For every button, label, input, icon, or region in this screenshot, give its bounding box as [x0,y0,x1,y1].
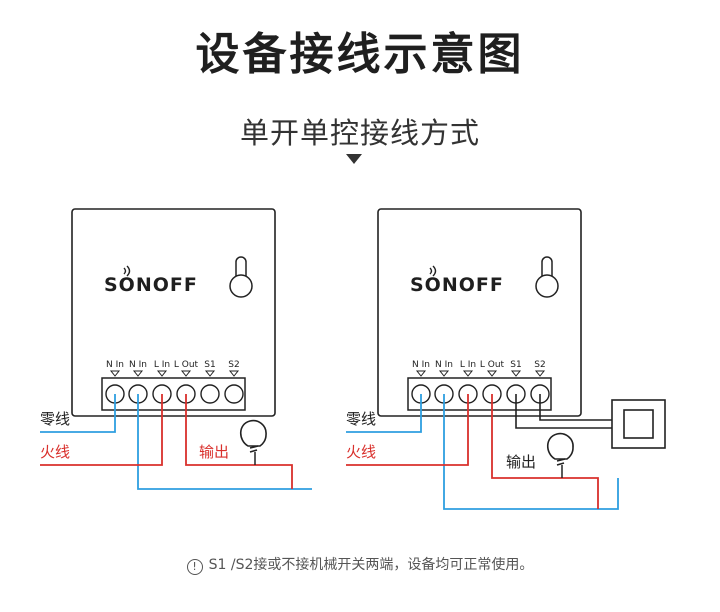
terminal-block [407,377,552,411]
neutral-label: 零线 [40,410,70,428]
neutral-label: 零线 [346,410,376,428]
lightbulb-icon [546,432,574,466]
brand-logo: SONOFF [104,274,198,296]
footer-note-text: S1 /S2接或不接机械开关两端，设备均可正常使用。 [208,557,534,573]
info-icon: ! [186,559,203,575]
terminal-label-s2: S2 [534,360,545,370]
wifi-signal-icon [123,265,131,277]
terminal-label-n-in-1: N In [106,360,124,370]
terminal-label-n-in-1: N In [412,360,430,370]
brand-logo: SONOFF [410,274,504,296]
output-wire [185,394,293,489]
terminal-label-l-out: L Out [174,360,199,370]
page-subtitle: 单开单控接线方式 [239,116,480,150]
terminal-label-n-in-2: N In [435,360,453,370]
neutral-wire [40,394,116,433]
output-label: 输出 [506,453,536,471]
wall-switch-icon [611,399,666,449]
terminal-label-s1: S1 [510,360,521,370]
antenna-icon [229,256,253,298]
terminal-arrows [415,370,546,377]
terminal-label-l-in: L In [154,360,170,370]
live-wire [40,394,163,466]
page-title: 设备接线示意图 [195,29,525,80]
lightbulb-icon [239,419,267,453]
live-label: 火线 [346,443,376,461]
output-label: 输出 [199,443,229,461]
device-left: SONOFF N In N In L In L Out S1 S2 [40,208,312,490]
s1-switch-wire [515,394,612,429]
device-right: SONOFF N In N In L In L Out S1 S2 [346,208,666,510]
live-wire [346,394,469,466]
terminal-label-s2: S2 [228,360,239,370]
footer-note: ! S1 /S2接或不接机械开关两端，设备均可正常使用。 [0,554,720,575]
terminal-label-s1: S1 [204,360,215,370]
live-label: 火线 [40,443,70,461]
terminal-block [101,377,246,411]
terminal-label-l-in: L In [460,360,476,370]
neutral-wire-out [137,394,312,490]
terminal-arrows [109,370,240,377]
terminal-label-l-out: L Out [480,360,505,370]
device-body [71,208,276,417]
output-wire [491,394,599,509]
neutral-wire [346,394,422,433]
terminal-label-n-in-2: N In [129,360,147,370]
triangle-down-icon [346,154,362,164]
neutral-wire-out [443,394,619,510]
s2-switch-wire [539,394,612,421]
wifi-signal-icon [429,265,437,277]
device-body [377,208,582,417]
antenna-icon [535,256,559,298]
